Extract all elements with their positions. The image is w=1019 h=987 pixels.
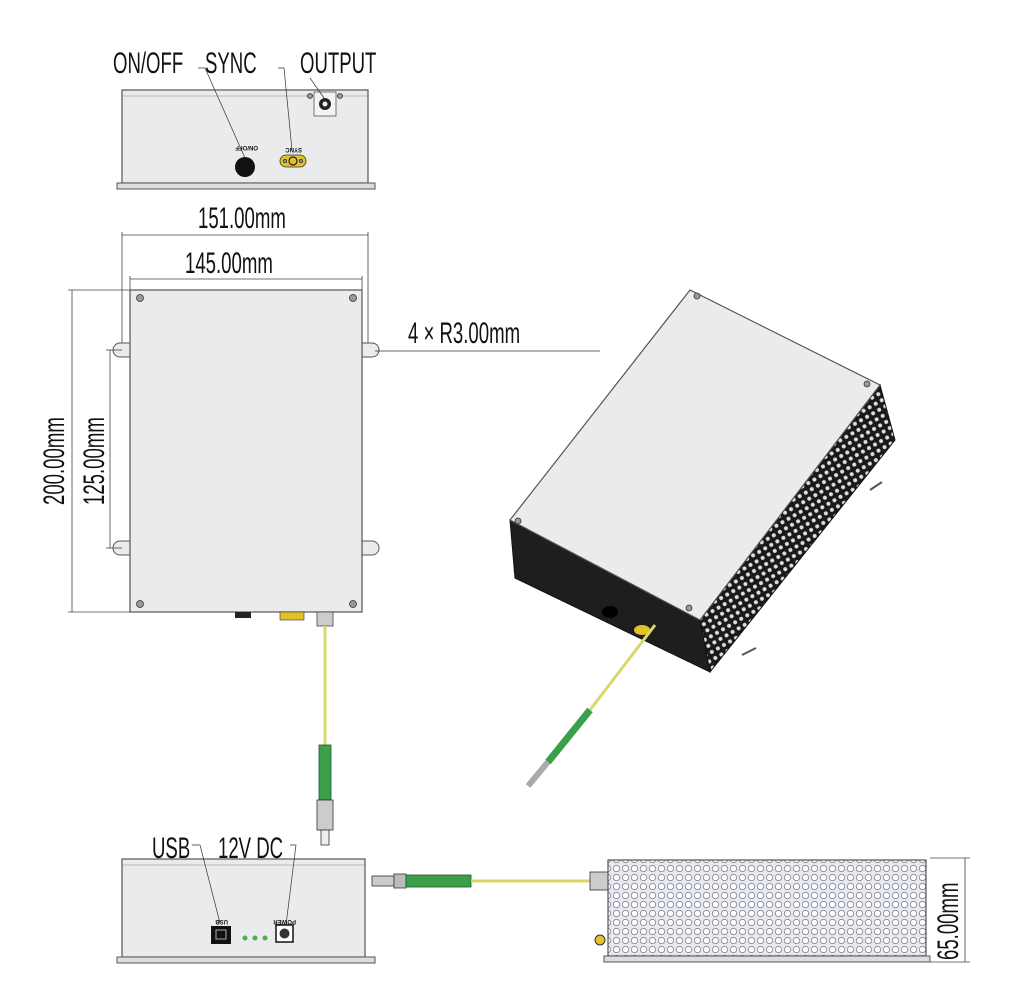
box-top-face bbox=[509, 289, 881, 621]
flange bbox=[116, 182, 376, 190]
leader-12v-dc bbox=[285, 844, 297, 926]
screw-icon bbox=[136, 294, 144, 302]
dim-slot-radius: 4 × R3.00mm bbox=[408, 317, 520, 351]
led-icon bbox=[262, 935, 268, 941]
fiber-connector-icon bbox=[393, 873, 407, 889]
callout-sync: SYNC bbox=[205, 47, 257, 81]
flange bbox=[603, 955, 931, 963]
callout-output: OUTPUT bbox=[300, 47, 376, 81]
top-view bbox=[112, 289, 380, 846]
rear-panel-view: USB 12V DC USB POWER bbox=[116, 832, 376, 964]
leader-usb bbox=[192, 844, 221, 924]
sync-connector-icon bbox=[594, 934, 606, 946]
callout-on-off: ON/OFF bbox=[113, 47, 183, 81]
fiber-connector-icon bbox=[316, 799, 334, 831]
side-mesh-panel bbox=[607, 859, 927, 957]
fiber-connector-icon bbox=[525, 760, 551, 788]
output-port-icon bbox=[589, 871, 609, 891]
screw-icon bbox=[514, 517, 522, 525]
side-view: 65.00mm bbox=[371, 857, 970, 963]
dim-height: 65.00mm bbox=[932, 883, 966, 960]
fiber-ferrule bbox=[371, 875, 395, 887]
fiber-ferrule bbox=[320, 829, 330, 846]
screw-icon bbox=[298, 158, 303, 163]
fiber-boot bbox=[318, 744, 332, 801]
front-panel-view: ON/OFF SYNC OUTPUT ON/OFF SYNC bbox=[113, 47, 376, 190]
led-icon bbox=[242, 935, 248, 941]
screw-icon bbox=[337, 93, 343, 99]
screw-icon bbox=[136, 600, 144, 608]
mount-tab bbox=[741, 647, 757, 656]
rear-panel-body bbox=[121, 858, 366, 958]
leader-sync bbox=[278, 67, 293, 151]
sync-iso bbox=[634, 625, 650, 635]
top-cover bbox=[129, 289, 363, 613]
isometric-view bbox=[509, 289, 896, 788]
dim-overall-length: 200.00mm bbox=[38, 417, 72, 505]
sync-socket-icon bbox=[288, 156, 298, 166]
on-off-mark: ON/OFF bbox=[235, 144, 258, 150]
mounting-slots bbox=[112, 342, 380, 556]
switch-edge bbox=[235, 612, 251, 618]
dim-plate-width: 145.00mm bbox=[185, 247, 273, 281]
screw-icon bbox=[863, 380, 871, 388]
screw-icon bbox=[349, 600, 357, 608]
usb-port-icon bbox=[211, 926, 231, 944]
dim-overall-width: 151.00mm bbox=[198, 202, 286, 236]
usb-mark: USB bbox=[215, 918, 228, 924]
output-edge bbox=[316, 611, 334, 627]
screw-icon bbox=[685, 604, 693, 612]
width-dimensions: 151.00mm 145.00mm bbox=[121, 202, 369, 350]
power-mark: POWER bbox=[273, 918, 296, 924]
mount-tab bbox=[869, 481, 883, 491]
screw-icon bbox=[693, 292, 701, 300]
dim-mount-spacing: 125.00mm bbox=[78, 417, 112, 505]
led-icon bbox=[252, 935, 258, 941]
length-dimensions: 200.00mm 125.00mm 4 × R3.00mm bbox=[38, 289, 600, 613]
usb-port-inner bbox=[215, 929, 227, 940]
output-socket-core bbox=[322, 101, 328, 107]
leader-on-off bbox=[198, 67, 246, 159]
sync-connector-icon bbox=[279, 154, 307, 168]
flange bbox=[116, 956, 376, 964]
screw-icon bbox=[282, 158, 287, 163]
screw-icon bbox=[349, 294, 357, 302]
screw-icon bbox=[307, 93, 313, 99]
fiber-boot bbox=[405, 874, 472, 888]
sync-edge bbox=[279, 611, 305, 621]
power-jack-socket bbox=[279, 928, 290, 939]
fiber-cable bbox=[588, 624, 657, 711]
leader-output bbox=[309, 77, 325, 99]
on-off-switch-icon bbox=[235, 157, 255, 177]
fiber-boot bbox=[545, 707, 593, 765]
sync-mark: SYNC bbox=[285, 146, 302, 152]
switch-iso bbox=[602, 606, 618, 618]
